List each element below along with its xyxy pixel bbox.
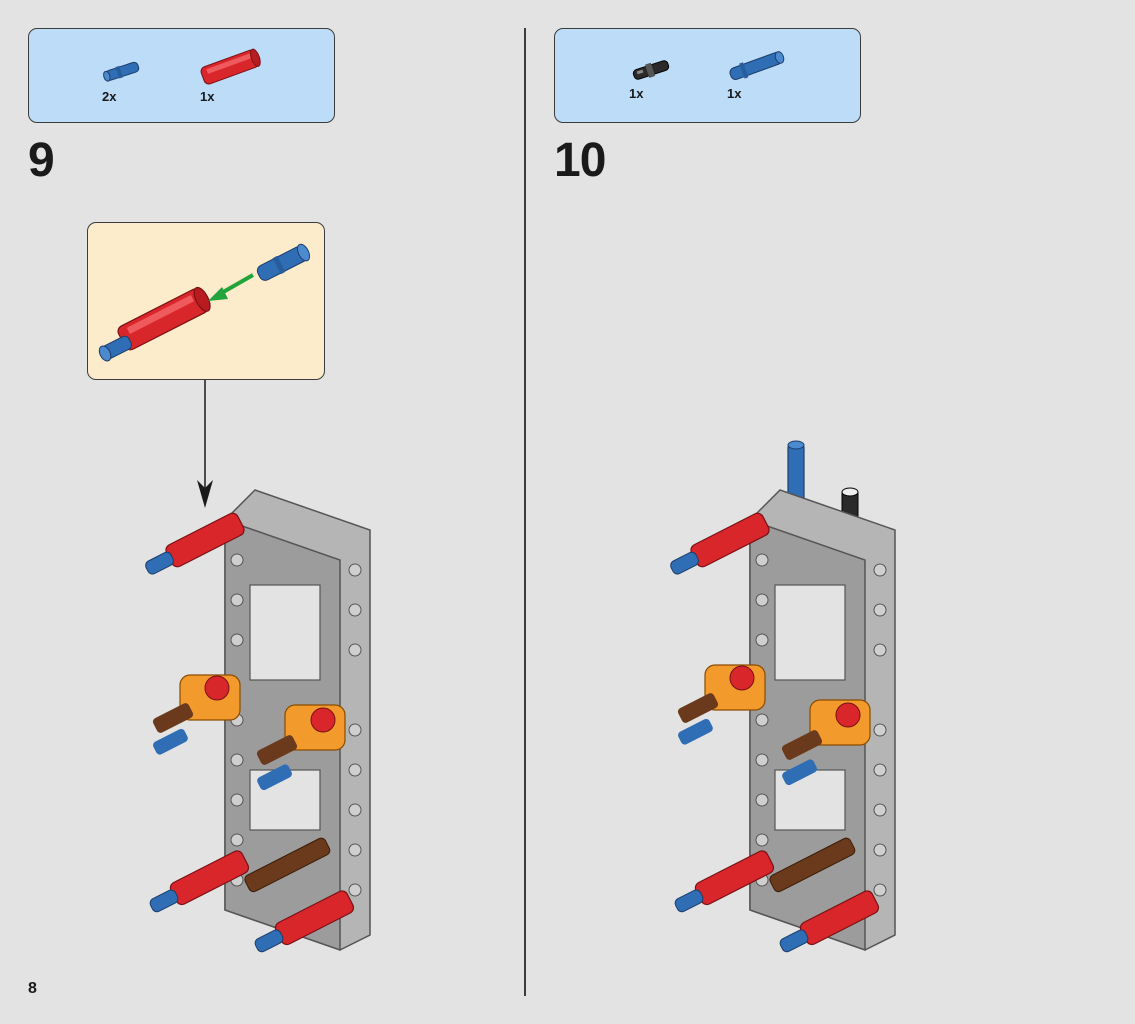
part-quantity: 1x	[629, 86, 644, 101]
placement-arrow-icon	[197, 380, 213, 508]
page-number: 8	[28, 980, 37, 997]
part-quantity: 1x	[727, 86, 742, 101]
part-quantity: 1x	[200, 89, 215, 104]
parts-list-step-10: 1x 1x	[554, 28, 861, 123]
part-quantity: 2x	[102, 89, 117, 104]
insert-arrow-icon	[208, 273, 254, 301]
sub-assembly-callout	[87, 222, 325, 380]
parts-list-step-9: 2x 1x	[28, 28, 335, 123]
step-number: 10	[554, 134, 606, 187]
black-friction-pin-icon	[632, 60, 670, 80]
blue-axle-pin-icon	[98, 335, 132, 362]
red-axle-connector-icon	[117, 286, 211, 351]
model-assembly-step-9	[145, 489, 371, 953]
model-assembly-step-10	[670, 440, 896, 953]
blue-axle-pin-icon	[103, 61, 140, 82]
blue-axle-pin-icon	[729, 51, 785, 80]
step-divider	[524, 28, 526, 996]
step-number: 9	[28, 134, 55, 187]
red-axle-connector-icon	[200, 48, 261, 85]
sub-assembly-illustration	[98, 243, 311, 362]
blue-axle-pin-icon	[256, 243, 311, 281]
